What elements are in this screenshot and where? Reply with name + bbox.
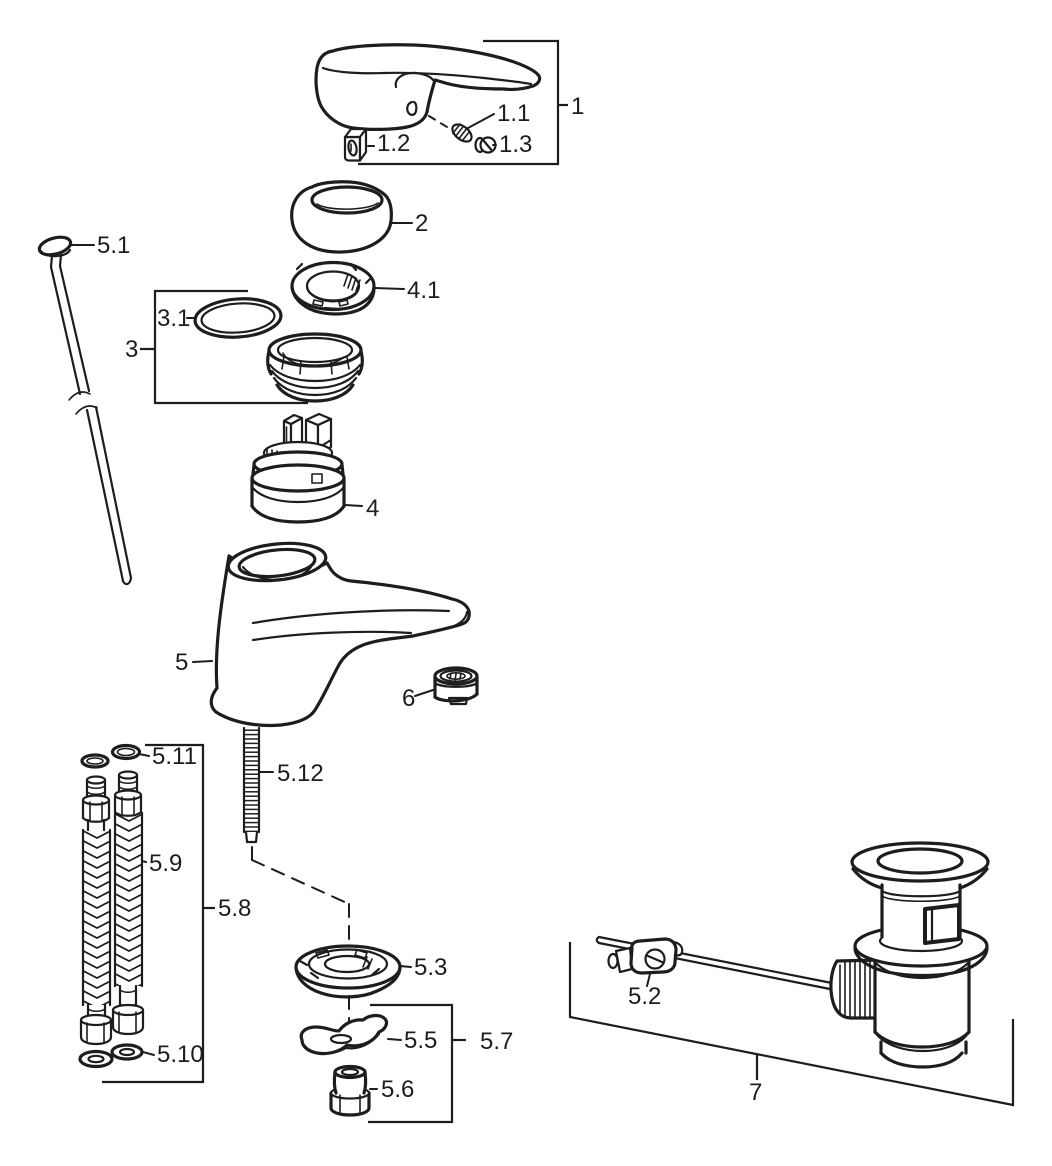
bracket-group-7 <box>568 942 1015 1107</box>
leader-5-10 <box>142 1051 155 1056</box>
label-5-5: 5.5 <box>404 1027 437 1054</box>
threaded-stud <box>242 726 261 844</box>
label-5-2: 5.2 <box>628 983 661 1010</box>
bracket-group-1 <box>358 39 568 166</box>
leader-5-5 <box>387 1038 402 1041</box>
labels: 1 1.1 1.2 1.3 2 4.1 3.1 3 4 5.1 5 6 5.12… <box>97 93 762 1106</box>
waste-assembly <box>595 841 990 1069</box>
aerator <box>433 666 479 706</box>
label-5-12: 5.12 <box>277 760 324 787</box>
label-2: 2 <box>415 210 428 237</box>
grub-screw-spring <box>451 123 473 143</box>
leader-4 <box>344 504 363 507</box>
label-7: 7 <box>749 1079 762 1106</box>
faucet-body <box>209 541 471 728</box>
label-5: 5 <box>175 649 188 676</box>
label-3: 3 <box>125 336 138 363</box>
label-1-1: 1.1 <box>497 100 530 127</box>
label-6: 6 <box>402 685 415 712</box>
leader-4-1 <box>374 287 405 290</box>
hose-o-rings <box>80 743 142 769</box>
pop-up-rod <box>37 235 133 586</box>
label-5-8: 5.8 <box>218 895 251 922</box>
leader-lines <box>70 113 651 1090</box>
dome-cap <box>290 180 393 254</box>
label-1-3: 1.3 <box>499 131 532 158</box>
base-ring <box>294 944 402 999</box>
handle-adapter-nut <box>343 127 368 162</box>
cartridge <box>250 412 346 524</box>
flexible-hose-left <box>79 775 113 1046</box>
leader-5-2 <box>646 973 651 987</box>
label-3-1: 3.1 <box>157 305 190 332</box>
locking-ring <box>290 260 376 316</box>
leader-6 <box>414 689 434 697</box>
bracket-group-5-8 <box>102 743 215 1084</box>
lever-handle <box>314 43 542 131</box>
label-5-9: 5.9 <box>149 850 182 877</box>
rod-clamp <box>607 937 684 975</box>
bracket-group-5-7 <box>368 1003 466 1124</box>
leader-5 <box>192 660 213 663</box>
label-5-7: 5.7 <box>480 1028 513 1055</box>
o-ring-3-1 <box>193 297 283 339</box>
mounting-nut <box>329 1064 371 1117</box>
label-1-2: 1.2 <box>377 130 410 157</box>
label-4-1: 4.1 <box>407 277 440 304</box>
flexible-hose-right <box>111 770 145 1036</box>
label-5-10: 5.10 <box>157 1041 204 1068</box>
knurled-nut <box>829 958 882 1020</box>
handle-screw <box>474 136 497 154</box>
label-5-11: 5.11 <box>152 743 197 770</box>
threaded-collar <box>266 332 364 403</box>
label-1: 1 <box>571 93 584 120</box>
leader-5-9 <box>141 860 147 863</box>
label-5-6: 5.6 <box>381 1076 414 1103</box>
leader-1-1 <box>467 113 495 129</box>
label-5-3: 5.3 <box>414 954 447 981</box>
leader-5-11 <box>138 753 150 757</box>
label-5-1: 5.1 <box>97 232 130 259</box>
leader-5-3 <box>399 965 412 968</box>
horseshoe-washer <box>299 1013 389 1056</box>
bracket-group-3 <box>140 289 308 405</box>
label-4: 4 <box>366 495 379 522</box>
